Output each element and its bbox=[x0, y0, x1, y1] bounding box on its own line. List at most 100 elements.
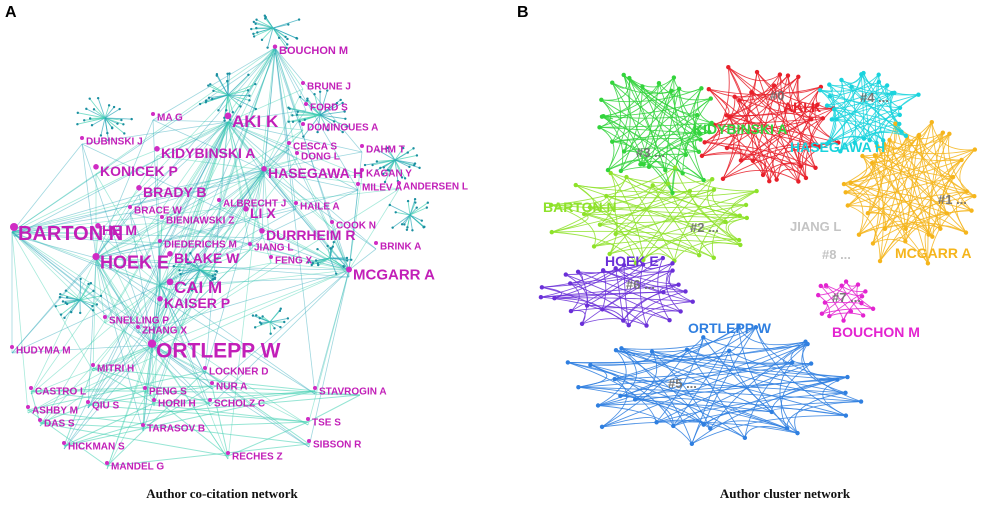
network-node bbox=[209, 83, 212, 86]
co-citation-edge bbox=[169, 169, 265, 262]
co-citation-edge bbox=[129, 212, 350, 271]
cluster-edge bbox=[190, 269, 201, 289]
cluster-edge bbox=[79, 299, 94, 311]
cluster-edge bbox=[269, 317, 288, 323]
author-node bbox=[26, 405, 30, 409]
author-node bbox=[313, 386, 317, 390]
network-node bbox=[291, 120, 295, 124]
network-node bbox=[120, 118, 123, 122]
cluster-edge bbox=[86, 108, 106, 119]
author-label: KAISER P bbox=[164, 295, 230, 311]
cluster-edge bbox=[554, 290, 686, 299]
network-node bbox=[726, 64, 731, 70]
network-node bbox=[415, 154, 419, 157]
network-node bbox=[346, 125, 349, 128]
cluster-edge bbox=[601, 270, 607, 310]
network-node bbox=[829, 117, 835, 122]
cluster-edge bbox=[199, 269, 216, 280]
co-citation-edge bbox=[81, 143, 153, 346]
network-node bbox=[400, 176, 404, 179]
author-label: KAGAN Y bbox=[366, 169, 412, 180]
network-node bbox=[346, 259, 349, 262]
co-citation-edge bbox=[95, 257, 106, 324]
network-node bbox=[226, 72, 229, 75]
cluster-edge bbox=[652, 184, 740, 217]
co-citation-edge bbox=[95, 264, 161, 286]
co-citation-edge bbox=[95, 257, 171, 262]
cluster-edge bbox=[403, 214, 411, 225]
cluster-edge bbox=[173, 265, 201, 271]
cluster-edge bbox=[831, 94, 919, 120]
network-node bbox=[251, 314, 255, 317]
network-node bbox=[107, 138, 110, 142]
cluster-edge bbox=[299, 96, 321, 116]
cluster-edge bbox=[847, 135, 919, 206]
network-node bbox=[295, 113, 299, 116]
cluster-edge bbox=[187, 262, 201, 271]
network-node bbox=[661, 290, 666, 295]
author-label: HOEK E bbox=[100, 252, 169, 272]
author-node bbox=[86, 400, 90, 404]
network-node bbox=[706, 87, 711, 92]
co-citation-edge bbox=[159, 121, 229, 307]
network-node bbox=[599, 424, 605, 430]
co-citation-edge bbox=[151, 344, 229, 460]
network-node bbox=[278, 309, 282, 313]
author-label: STAVROGIN A bbox=[319, 387, 387, 398]
cluster-edge bbox=[708, 86, 822, 96]
co-citation-edge bbox=[151, 344, 213, 390]
cluster-edge bbox=[319, 111, 345, 116]
co-citation-edge bbox=[263, 175, 350, 271]
network-node bbox=[316, 130, 319, 134]
network-node bbox=[87, 282, 90, 286]
network-node bbox=[684, 347, 690, 352]
network-node bbox=[790, 360, 795, 365]
network-node bbox=[754, 69, 760, 75]
cluster-edge bbox=[734, 96, 823, 119]
author-label: DURRHEIM R bbox=[266, 227, 355, 243]
co-citation-edge bbox=[11, 257, 97, 354]
author-node bbox=[360, 144, 364, 148]
co-citation-edge bbox=[152, 119, 161, 286]
cluster-edge bbox=[643, 122, 712, 165]
cluster-edge bbox=[701, 76, 799, 157]
author-node bbox=[38, 418, 42, 422]
cluster-edge bbox=[601, 98, 711, 118]
panel-a-letter: A bbox=[5, 4, 17, 21]
network-node bbox=[767, 179, 772, 184]
cluster-edge bbox=[319, 114, 335, 122]
network-node bbox=[538, 295, 544, 300]
cluster-edge bbox=[257, 27, 274, 33]
network-node bbox=[809, 117, 814, 122]
network-node bbox=[646, 164, 652, 170]
co-citation-edge bbox=[204, 370, 310, 445]
cluster-edge bbox=[639, 264, 647, 326]
co-citation-edge bbox=[30, 385, 213, 392]
cluster-edge bbox=[762, 162, 816, 176]
cluster-edge bbox=[698, 190, 757, 256]
cluster-edge bbox=[620, 86, 643, 172]
cluster-edge bbox=[712, 204, 747, 258]
co-citation-edge bbox=[95, 194, 140, 259]
co-citation-edge bbox=[144, 344, 153, 395]
co-citation-edge bbox=[138, 121, 229, 196]
cluster-edge bbox=[862, 155, 967, 192]
network-node bbox=[710, 176, 715, 182]
network-node bbox=[88, 97, 91, 100]
author-node bbox=[152, 398, 156, 402]
cluster-edge bbox=[199, 258, 218, 271]
network-node bbox=[83, 119, 86, 122]
network-node bbox=[283, 320, 286, 324]
author-node bbox=[157, 296, 163, 302]
network-node bbox=[386, 146, 389, 150]
co-citation-edge bbox=[11, 231, 171, 291]
network-node bbox=[845, 374, 850, 380]
network-node bbox=[314, 259, 318, 262]
cluster-edge bbox=[267, 27, 274, 48]
cluster-edge bbox=[629, 77, 712, 124]
author-node bbox=[287, 141, 291, 145]
network-node bbox=[405, 228, 409, 231]
network-node bbox=[870, 241, 876, 246]
network-node bbox=[707, 129, 712, 135]
